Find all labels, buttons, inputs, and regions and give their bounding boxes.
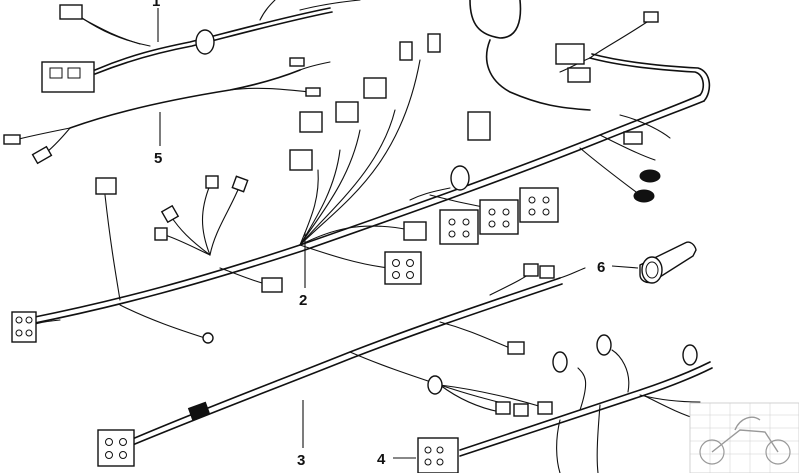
spade-terminal: [623, 131, 643, 145]
spade-terminal: [427, 33, 441, 53]
connector-plug: [289, 149, 313, 171]
bulb-socket: [682, 344, 698, 366]
harness-1: [41, 0, 361, 93]
connector-plug: [335, 101, 359, 123]
spade-terminal: [3, 134, 21, 145]
harness-4: [417, 334, 713, 473]
bulb-socket: [633, 189, 655, 203]
harness-5: [3, 57, 331, 165]
connector-plug: [299, 111, 323, 133]
connector-small: [403, 221, 427, 241]
spade-terminal: [205, 175, 219, 189]
connector-small: [261, 277, 283, 293]
grommet: [450, 165, 470, 191]
connector-plug: [555, 43, 585, 65]
connector-round-pins: [97, 429, 135, 467]
connector-multi-pin: [417, 437, 459, 473]
spade-terminal: [289, 57, 305, 67]
callout-6: 6: [597, 259, 605, 276]
motorcycle-logo: [689, 402, 799, 473]
callout-5: 5: [154, 150, 162, 167]
connector-round-pins: [384, 251, 422, 285]
harness-2: [11, 0, 711, 344]
spade-terminal: [154, 227, 168, 241]
bulb-socket: [596, 334, 612, 356]
spade-terminal: [537, 401, 553, 415]
spade-terminal: [539, 265, 555, 279]
callout-3: 3: [297, 452, 305, 469]
splice-sleeve: [187, 401, 211, 421]
ring-terminal: [202, 332, 214, 344]
spade-terminal: [399, 41, 413, 61]
connector-plug: [363, 77, 387, 99]
callout-4: 4: [377, 451, 386, 468]
spade-terminal: [495, 401, 511, 415]
connector-round-pins: [11, 311, 37, 343]
connector-small: [95, 177, 117, 195]
connector-plug: [467, 111, 491, 141]
connector-multi-pin: [479, 199, 519, 235]
spade-terminal: [231, 175, 249, 193]
connector-small: [567, 67, 591, 83]
spade-terminal: [305, 87, 321, 97]
callout-leaders: [157, 8, 639, 459]
grommet: [427, 375, 443, 395]
connector-plug: [59, 4, 83, 20]
spade-terminal: [31, 145, 53, 165]
part-6-rubber-boot: [639, 241, 697, 284]
spade-terminal: [507, 341, 525, 355]
spade-terminal: [643, 11, 659, 23]
connector-multi-pin: [439, 209, 479, 245]
spade-terminal: [160, 204, 180, 224]
callout-2: 2: [299, 292, 307, 309]
bulb-socket: [639, 169, 661, 183]
spade-terminal: [523, 263, 539, 277]
spade-terminal: [513, 403, 529, 417]
grommet: [195, 29, 215, 55]
callout-1: 1: [152, 0, 160, 10]
bulb-socket: [552, 351, 568, 373]
connector-multi-pin: [519, 187, 559, 223]
harness-3: [97, 263, 586, 467]
